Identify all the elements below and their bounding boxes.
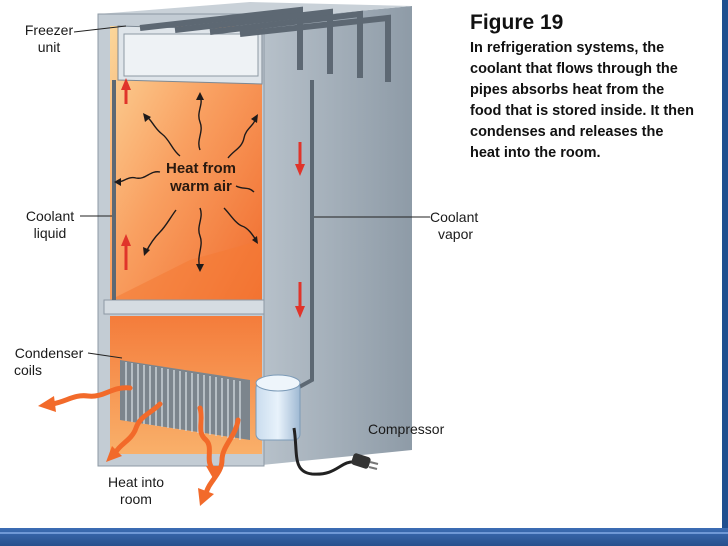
coolant-vapor-line-1: Coolant [430, 209, 479, 225]
freezer-label-line-1: Freezer [24, 22, 74, 38]
down-arrow-icon [295, 282, 305, 318]
condenser-coils-label: Condenser coils [10, 345, 88, 379]
cabinet-side-panel [262, 6, 412, 465]
caption-line: condenses and releases the [470, 124, 664, 140]
caption-line: In refrigeration systems, the [470, 40, 665, 56]
heat-room-line-2: room [120, 491, 152, 507]
heat-warm-line-1: Heat from [165, 160, 236, 177]
heat-room-line-1: Heat into [107, 474, 165, 490]
power-cord [292, 427, 357, 476]
condenser-line-1: Condenser [14, 345, 84, 361]
up-arrow-icon [121, 234, 131, 270]
condenser-coils [120, 360, 250, 440]
coolant-liquid-line-2: liquid [33, 225, 67, 241]
flow-arrows [121, 78, 305, 318]
up-arrow-icon [121, 78, 131, 104]
coolant-liquid-line-1: Coolant [25, 208, 75, 224]
shelf-divider [103, 299, 265, 315]
heat-warm-line-2: warm air [170, 178, 232, 195]
compressor-label: Compressor [368, 421, 445, 437]
coolant-liquid-label: Coolant liquid [20, 208, 80, 242]
heat-into-room-label: Heat into room [100, 474, 172, 508]
heat-out-arrowheads [38, 396, 222, 506]
caption-line: coolant that flows through the [470, 61, 678, 77]
freezer-label-line-2: unit [37, 39, 61, 55]
coolant-vapor-line-2: vapor [438, 226, 474, 242]
coolant-pipes-top [139, 6, 391, 82]
slide-right-border [722, 0, 728, 546]
freezer-opening [123, 33, 259, 77]
figure-title: Figure 19 [470, 11, 564, 34]
down-arrow-icon [295, 142, 305, 176]
caption-line: heat into the room. [470, 145, 601, 161]
heat-arrowheads [114, 92, 258, 272]
interior-floor [110, 240, 262, 306]
heat-squiggles [117, 95, 257, 269]
power-plug [351, 453, 379, 470]
slide-bottom-bar [0, 528, 728, 546]
caption-line: pipes absorbs heat from the [470, 82, 665, 98]
condenser-line-2: coils [14, 362, 43, 378]
heat-out-squiggles [49, 385, 241, 497]
caption-line: food that is stored inside. It then [470, 103, 694, 119]
compressor [255, 374, 301, 441]
leader-lines [73, 25, 430, 359]
freezer-unit-label: Freezer unit [22, 22, 76, 56]
coolant-vapor-label: Coolant vapor [430, 209, 490, 243]
bottom-bar-stripe [0, 532, 728, 534]
figure-caption: Figure 19 In refrigeration systems, the … [470, 10, 722, 164]
heat-from-warm-air-label: Heat from warm air [156, 160, 246, 196]
